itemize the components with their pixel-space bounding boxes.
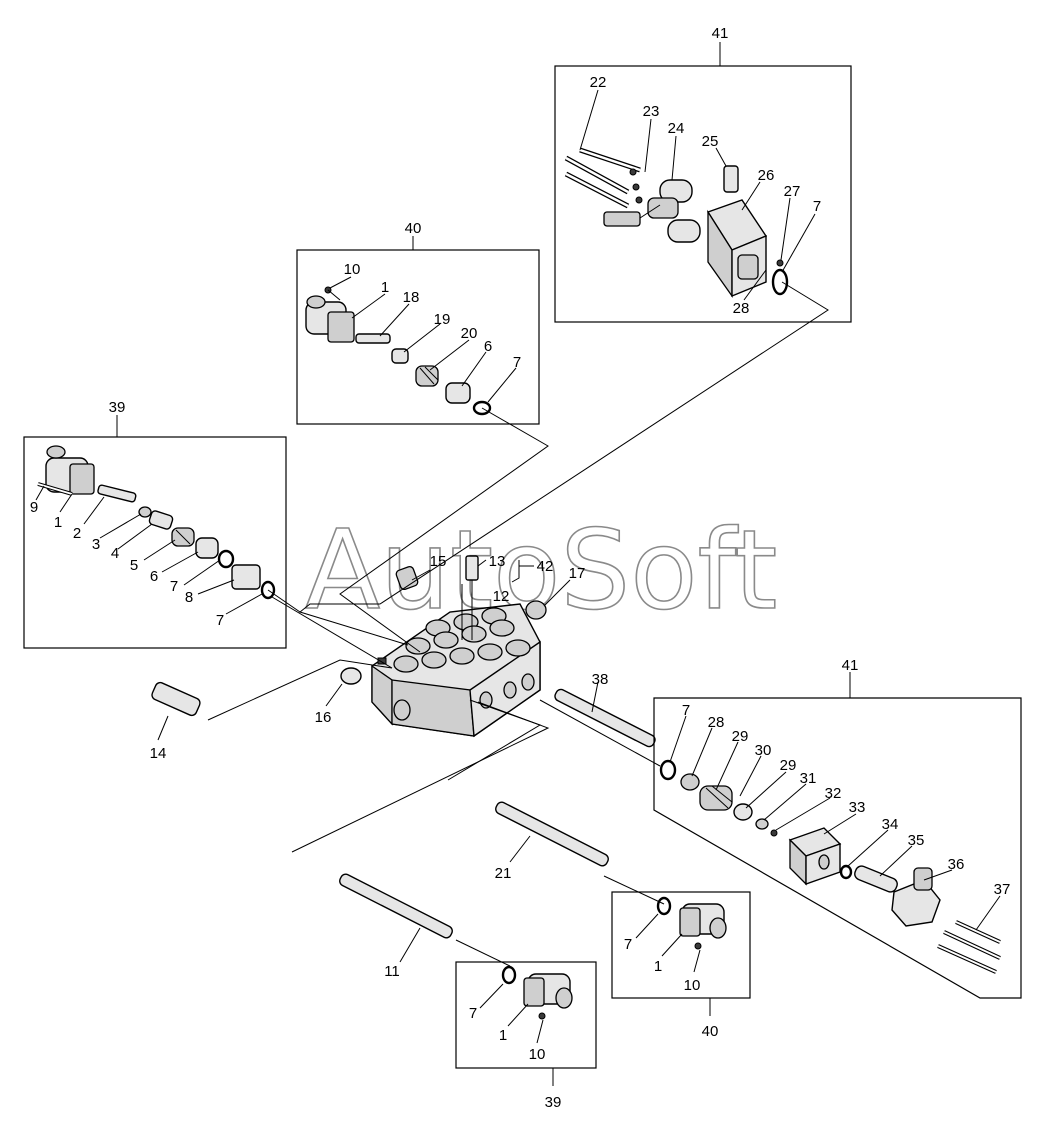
label-36: 36	[948, 856, 965, 873]
spool-38	[554, 681, 656, 748]
label-11: 11	[384, 963, 400, 980]
group-box-39-top	[23, 436, 287, 649]
label-31: 31	[800, 770, 817, 787]
label-1-box40b: 1	[654, 958, 662, 975]
solenoid-assembly-parts	[564, 89, 816, 301]
label-25: 25	[702, 133, 719, 150]
label-10-box40b: 10	[684, 977, 701, 994]
label-29-b: 29	[780, 757, 797, 774]
label-38: 38	[592, 671, 609, 688]
label-33: 33	[849, 799, 866, 816]
label-37: 37	[994, 881, 1011, 898]
group-box-39-bottom	[455, 961, 597, 1069]
label-16: 16	[315, 709, 332, 726]
cap-assembly-parts-39-bottom	[479, 965, 573, 1044]
label-19: 19	[434, 311, 451, 328]
label-13: 13	[489, 553, 506, 570]
label-17: 17	[569, 565, 586, 582]
valve-body	[371, 603, 541, 738]
label-22: 22	[590, 74, 607, 91]
group-label-41-right: 41	[842, 657, 859, 674]
label-34: 34	[882, 816, 899, 833]
label-1-box39: 1	[54, 514, 62, 531]
label-10-box40: 10	[344, 261, 361, 278]
group-box-41-right	[653, 697, 1022, 999]
label-8: 8	[185, 589, 193, 606]
label-6-box40: 6	[484, 338, 492, 355]
group-box-41-top	[554, 65, 852, 323]
group-label-39-top: 39	[109, 399, 126, 416]
cap-assembly-parts-39	[35, 445, 276, 615]
label-20: 20	[461, 325, 478, 342]
label-30: 30	[755, 742, 772, 759]
label-1-box40: 1	[381, 279, 389, 296]
label-2: 2	[73, 525, 81, 542]
label-9: 9	[30, 499, 38, 516]
group-label-41-top: 41	[712, 25, 729, 42]
label-7-box41r: 7	[682, 702, 690, 719]
group-label-40-bottom: 40	[702, 1023, 719, 1040]
label-3: 3	[92, 536, 100, 553]
label-5: 5	[130, 557, 138, 574]
label-14: 14	[150, 745, 167, 762]
cap-assembly-parts-40-bottom	[635, 896, 727, 973]
label-6-box39: 6	[150, 568, 158, 585]
label-7-box40b: 7	[624, 936, 632, 953]
label-27: 27	[784, 183, 801, 200]
group-label-39-bottom: 39	[545, 1094, 562, 1111]
label-23: 23	[643, 103, 660, 120]
label-21: 21	[495, 865, 512, 882]
label-7-box41: 7	[813, 198, 821, 215]
label-26: 26	[758, 167, 775, 184]
group-label-40-top: 40	[405, 220, 422, 237]
label-7-box39-b: 7	[216, 612, 224, 629]
label-24: 24	[668, 120, 685, 137]
valve-ports	[393, 607, 535, 721]
connector-lines	[207, 281, 829, 967]
label-42: 42	[537, 558, 554, 575]
label-7-box40: 7	[513, 354, 521, 371]
label-28: 28	[733, 300, 750, 317]
spool-11	[339, 873, 453, 963]
cap-assembly-parts-40	[305, 276, 517, 416]
label-4: 4	[111, 545, 119, 562]
label-32: 32	[825, 785, 842, 802]
label-18: 18	[403, 289, 420, 306]
label-35: 35	[908, 832, 925, 849]
label-29-a: 29	[732, 728, 749, 745]
group-box-40-bottom	[611, 891, 751, 999]
group-box-40-top	[296, 249, 540, 425]
spool-end-parts-41	[659, 715, 1001, 974]
label-28-box41r: 28	[708, 714, 725, 731]
label-7-box39-a: 7	[170, 578, 178, 595]
label-1-box39b: 1	[499, 1027, 507, 1044]
label-10-box39b: 10	[529, 1046, 546, 1063]
center-top-parts	[151, 555, 571, 741]
label-12: 12	[493, 588, 510, 605]
label-7-box39b: 7	[469, 1005, 477, 1022]
label-15: 15	[430, 553, 447, 570]
spool-21	[495, 801, 609, 867]
